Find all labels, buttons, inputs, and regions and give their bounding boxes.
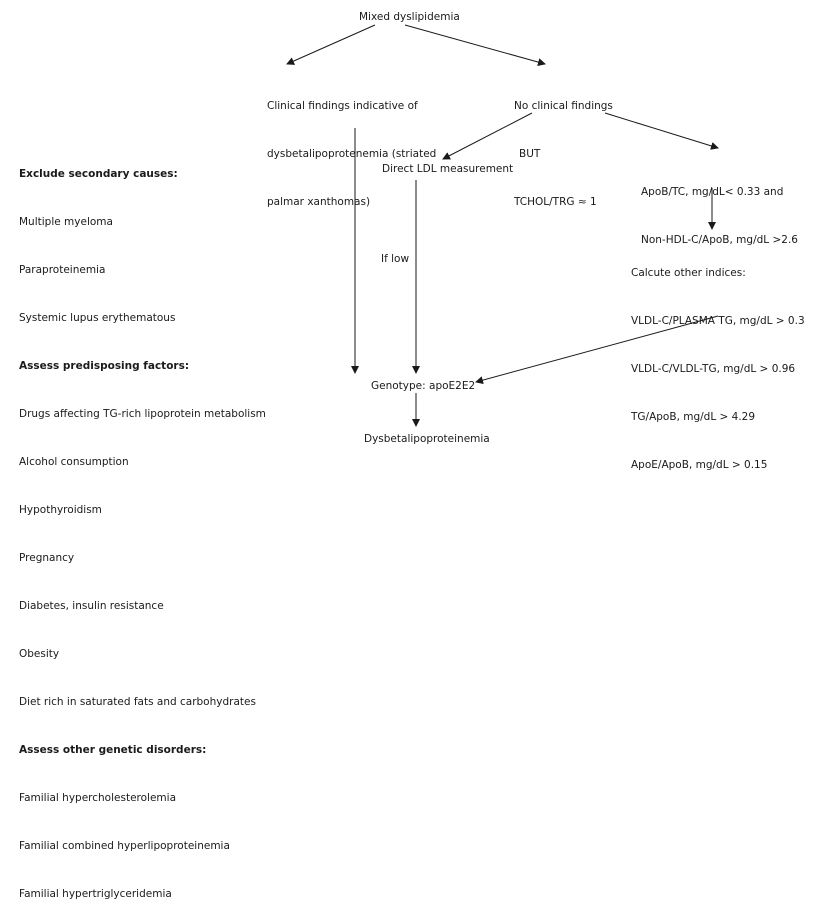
- heading-secondary-causes: Exclude secondary causes:: [19, 168, 178, 180]
- list-item: Familial combined hyperlipoproteinemia: [19, 840, 230, 852]
- node-no-clinical-findings: No clinical findings BUT TCHOL/TRG ≈ 1: [514, 66, 613, 226]
- no-clinical-line: TCHOL/TRG ≈ 1: [514, 196, 597, 208]
- list-item: Hypothyroidism: [19, 504, 102, 516]
- list-item: Diabetes, insulin resistance: [19, 600, 164, 612]
- node-genotype: Genotype: apoE2E2: [371, 380, 476, 392]
- no-clinical-line: BUT: [519, 148, 541, 160]
- side-panel: Exclude secondary causes: Multiple myelo…: [19, 134, 266, 918]
- node-apob-ratios: ApoB/TC, mg/dL< 0.33 and Non-HDL-C/ApoB,…: [641, 152, 798, 264]
- node-direct-ldl: Direct LDL measurement: [382, 163, 514, 175]
- index-item: VLDL-C/VLDL-TG, mg/dL > 0.96: [631, 363, 796, 375]
- arrow-mixed-to-clinical: [286, 24, 376, 65]
- heading-predisposing-factors: Assess predisposing factors:: [19, 360, 190, 372]
- list-item: Obesity: [19, 648, 60, 660]
- flow-arrows: [286, 24, 719, 427]
- list-item: Familial hypertriglyceridemia: [19, 888, 172, 900]
- clinical-line: dysbetalipoprotenemia (striated: [267, 148, 437, 160]
- index-item: ApoE/ApoB, mg/dL > 0.15: [631, 459, 768, 471]
- index-item: TG/ApoB, mg/dL > 4.29: [631, 411, 756, 423]
- arrow-ratio-to-apob: [604, 112, 719, 150]
- arrow-mixed-to-no-clinical: [404, 24, 546, 66]
- list-item: Diet rich in saturated fats and carbohyd…: [19, 696, 256, 708]
- node-mixed-dyslipidemia: Mixed dyslipidemia: [359, 11, 460, 23]
- apob-line: ApoB/TC, mg/dL< 0.33 and: [641, 186, 784, 198]
- apob-line: Non-HDL-C/ApoB, mg/dL >2.6: [641, 234, 798, 246]
- index-item: VLDL-C/PLASMA TG, mg/dL > 0.3: [631, 315, 805, 327]
- arrow-indices-to-genotype: [475, 315, 719, 385]
- list-item: Paraproteinemia: [19, 264, 106, 276]
- heading-genetic-disorders: Assess other genetic disorders:: [19, 744, 207, 756]
- clinical-line: palmar xanthomas): [267, 196, 371, 208]
- indices-title: Calcute other indices:: [631, 267, 746, 279]
- node-other-indices: Calcute other indices: VLDL-C/PLASMA TG,…: [631, 233, 805, 489]
- list-item: Drugs affecting TG-rich lipoprotein meta…: [19, 408, 266, 420]
- list-item: Familial hypercholesterolemia: [19, 792, 177, 804]
- no-clinical-line: No clinical findings: [514, 100, 613, 112]
- list-item: Systemic lupus erythematous: [19, 312, 176, 324]
- node-diagnosis: Dysbetalipoproteinemia: [364, 433, 490, 445]
- list-item: Alcohol consumption: [19, 456, 129, 468]
- list-item: Pregnancy: [19, 552, 75, 564]
- clinical-line: Clinical findings indicative of: [267, 100, 418, 112]
- label-if-low: If low: [381, 253, 410, 265]
- node-clinical-findings: Clinical findings indicative of dysbetal…: [267, 66, 436, 226]
- list-item: Multiple myeloma: [19, 216, 113, 228]
- arrow-ratio-to-direct-ldl: [442, 112, 533, 160]
